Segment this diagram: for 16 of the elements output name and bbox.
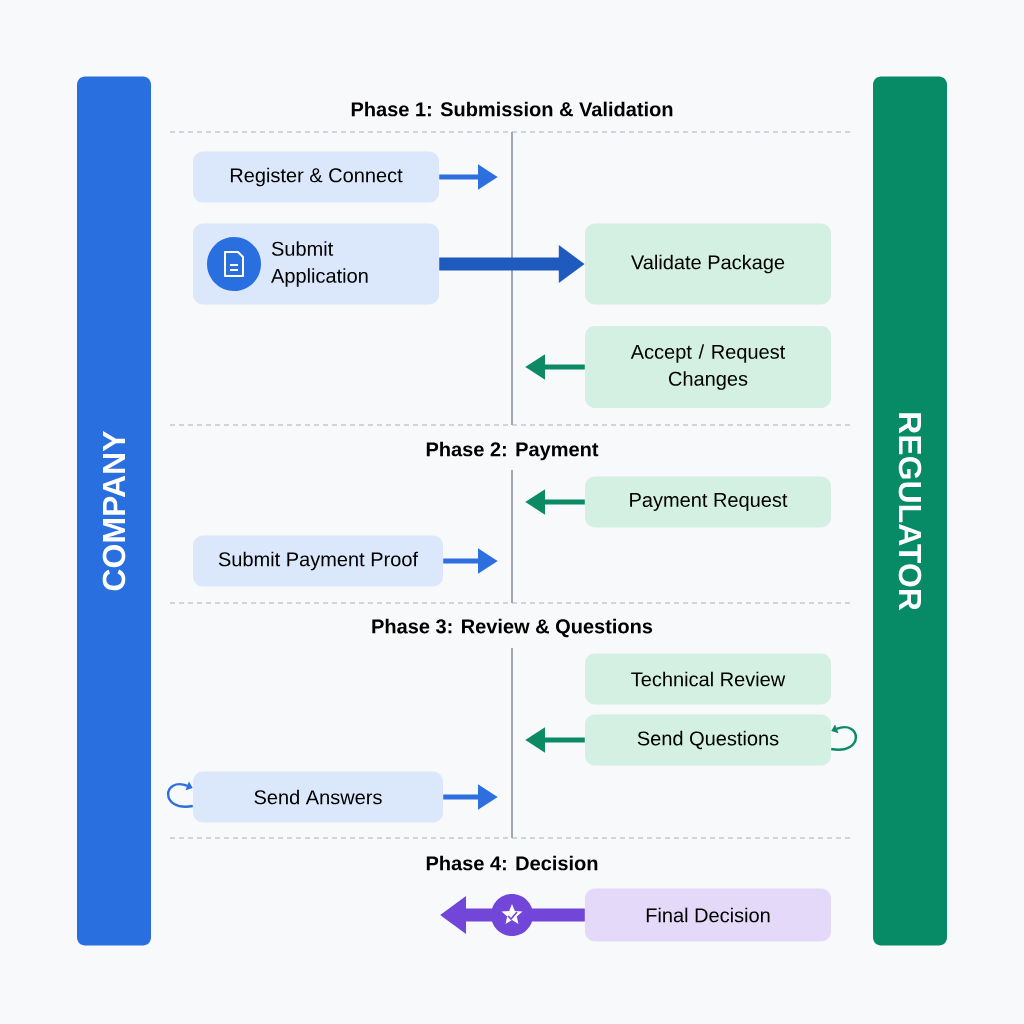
process-box: Accept / Request Changes: [585, 326, 831, 408]
process-box: Payment Request: [585, 476, 831, 528]
process-box: Submit Payment Proof: [193, 535, 443, 587]
phase-heading: Phase 3: Review & Questions: [367, 615, 657, 641]
phase-heading: Phase 1: Submission & Validation: [351, 101, 673, 117]
process-box: Validate Package: [585, 223, 831, 305]
process-box: Technical Review: [585, 653, 831, 705]
process-box: Send Questions: [585, 714, 831, 766]
phase-heading: Phase 4: Decision: [422, 852, 602, 874]
loop-arrow: [167, 781, 193, 808]
phase-heading: Phase 2: Payment: [422, 438, 602, 464]
swimlane-bar: COMPANY: [77, 76, 151, 946]
process-box: Final Decision: [585, 888, 831, 942]
process-box: Send Answers: [193, 771, 443, 823]
swimlane-bar: REGULATOR: [873, 76, 947, 946]
process-box: Register & Connect: [193, 151, 439, 203]
